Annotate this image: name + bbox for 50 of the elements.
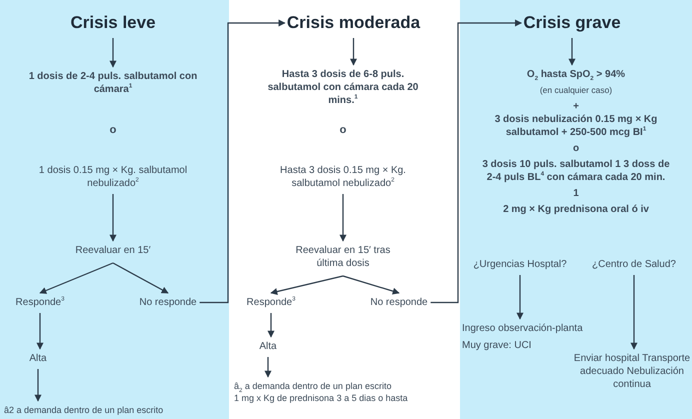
step-text: Responde$^{3}$ bbox=[246, 296, 296, 309]
arrow bbox=[34, 369, 42, 402]
step-text: Alta bbox=[28, 352, 48, 365]
step-text: No responde bbox=[138, 296, 198, 309]
or-text: o bbox=[108, 124, 118, 136]
step-text: Reevaluar en 15′ tras última dosis bbox=[294, 244, 392, 270]
arrow bbox=[39, 262, 114, 294]
arrow bbox=[268, 313, 274, 338]
arrow bbox=[110, 194, 116, 242]
step-text: Ingreso observación-planta bbox=[462, 322, 584, 335]
step-text: 1 dosis de 2-4 puls. salbutamol con cámara$^{1}$ bbox=[28, 70, 198, 96]
treatment-text: o bbox=[572, 142, 580, 155]
crisis-heading: Crisis moderada bbox=[286, 12, 421, 34]
step-text: ¿Urgencias Hosptal? bbox=[472, 258, 568, 271]
arrow bbox=[112, 262, 169, 294]
arrow bbox=[568, 38, 576, 66]
arrow bbox=[264, 357, 272, 378]
crisis-heading: Crisis grave bbox=[522, 12, 622, 34]
step-text: Hasta 3 dosis de 6-8 puls. salbutamol con cámara cada 20 mins.$^{1}$ bbox=[266, 68, 420, 107]
arrow bbox=[630, 275, 638, 350]
treatment-text: + bbox=[572, 100, 580, 113]
arrow bbox=[200, 20, 286, 304]
treatment-text: (en cualquier caso) bbox=[538, 84, 614, 97]
step-text: ¿Centro de Salud? bbox=[591, 258, 677, 271]
arrow bbox=[340, 194, 346, 242]
treatment-text: 1 bbox=[572, 187, 580, 200]
step-text: No responde bbox=[369, 296, 429, 309]
bullet-item: â$_{2}$ a demanda dentro de un plan escrito bbox=[234, 380, 392, 392]
arrow bbox=[430, 20, 522, 304]
step-text: Responde$^{3}$ bbox=[14, 296, 66, 309]
treatment-text: 3 dosis nebulización 0.15 mg × Kg salbutamol + 250-500 mcg BI$^{1}$ bbox=[494, 113, 658, 139]
arrow bbox=[110, 38, 116, 68]
crisis-heading: Crisis leve bbox=[69, 12, 157, 34]
treatment-text: O$_{2}$ hasta SpO$_{2}$ > 94% bbox=[526, 68, 626, 81]
step-text: Muy grave: UCI bbox=[462, 339, 532, 352]
step-text: Reevaluar en 15′ bbox=[74, 244, 152, 257]
arrow bbox=[350, 38, 357, 66]
step-text: Alta bbox=[258, 340, 278, 353]
arrow bbox=[516, 275, 524, 320]
bullet-item: 1 mg x Kg de prednisona 3 a 5 dias o hasta bbox=[234, 392, 409, 404]
or-text: o bbox=[338, 124, 348, 136]
arrow bbox=[36, 313, 44, 350]
treatment-text: 2 mg × Kg prednisona oral ó iv bbox=[502, 203, 650, 216]
step-text: Hasta 3 dosis 0.15 mg × Kg. salbutamol nebulizado$^{2}$ bbox=[279, 164, 407, 190]
step-text: 1 dosis 0.15 mg × Kg. salbutamol nebulizado$^{2}$ bbox=[38, 164, 188, 190]
arrow bbox=[270, 275, 344, 295]
treatment-text: 3 dosis 10 puls. salbutamol 1 3 doss de 2-4 puls BL$^{4}$ con cámara cada 20 min. bbox=[481, 158, 671, 184]
step-text: Enviar hospital Transporte adecuado Nebulización continua bbox=[572, 352, 692, 391]
bullet-item: â2 a demanda dentro de un plan escrito bbox=[4, 404, 164, 416]
arrow bbox=[342, 275, 400, 295]
